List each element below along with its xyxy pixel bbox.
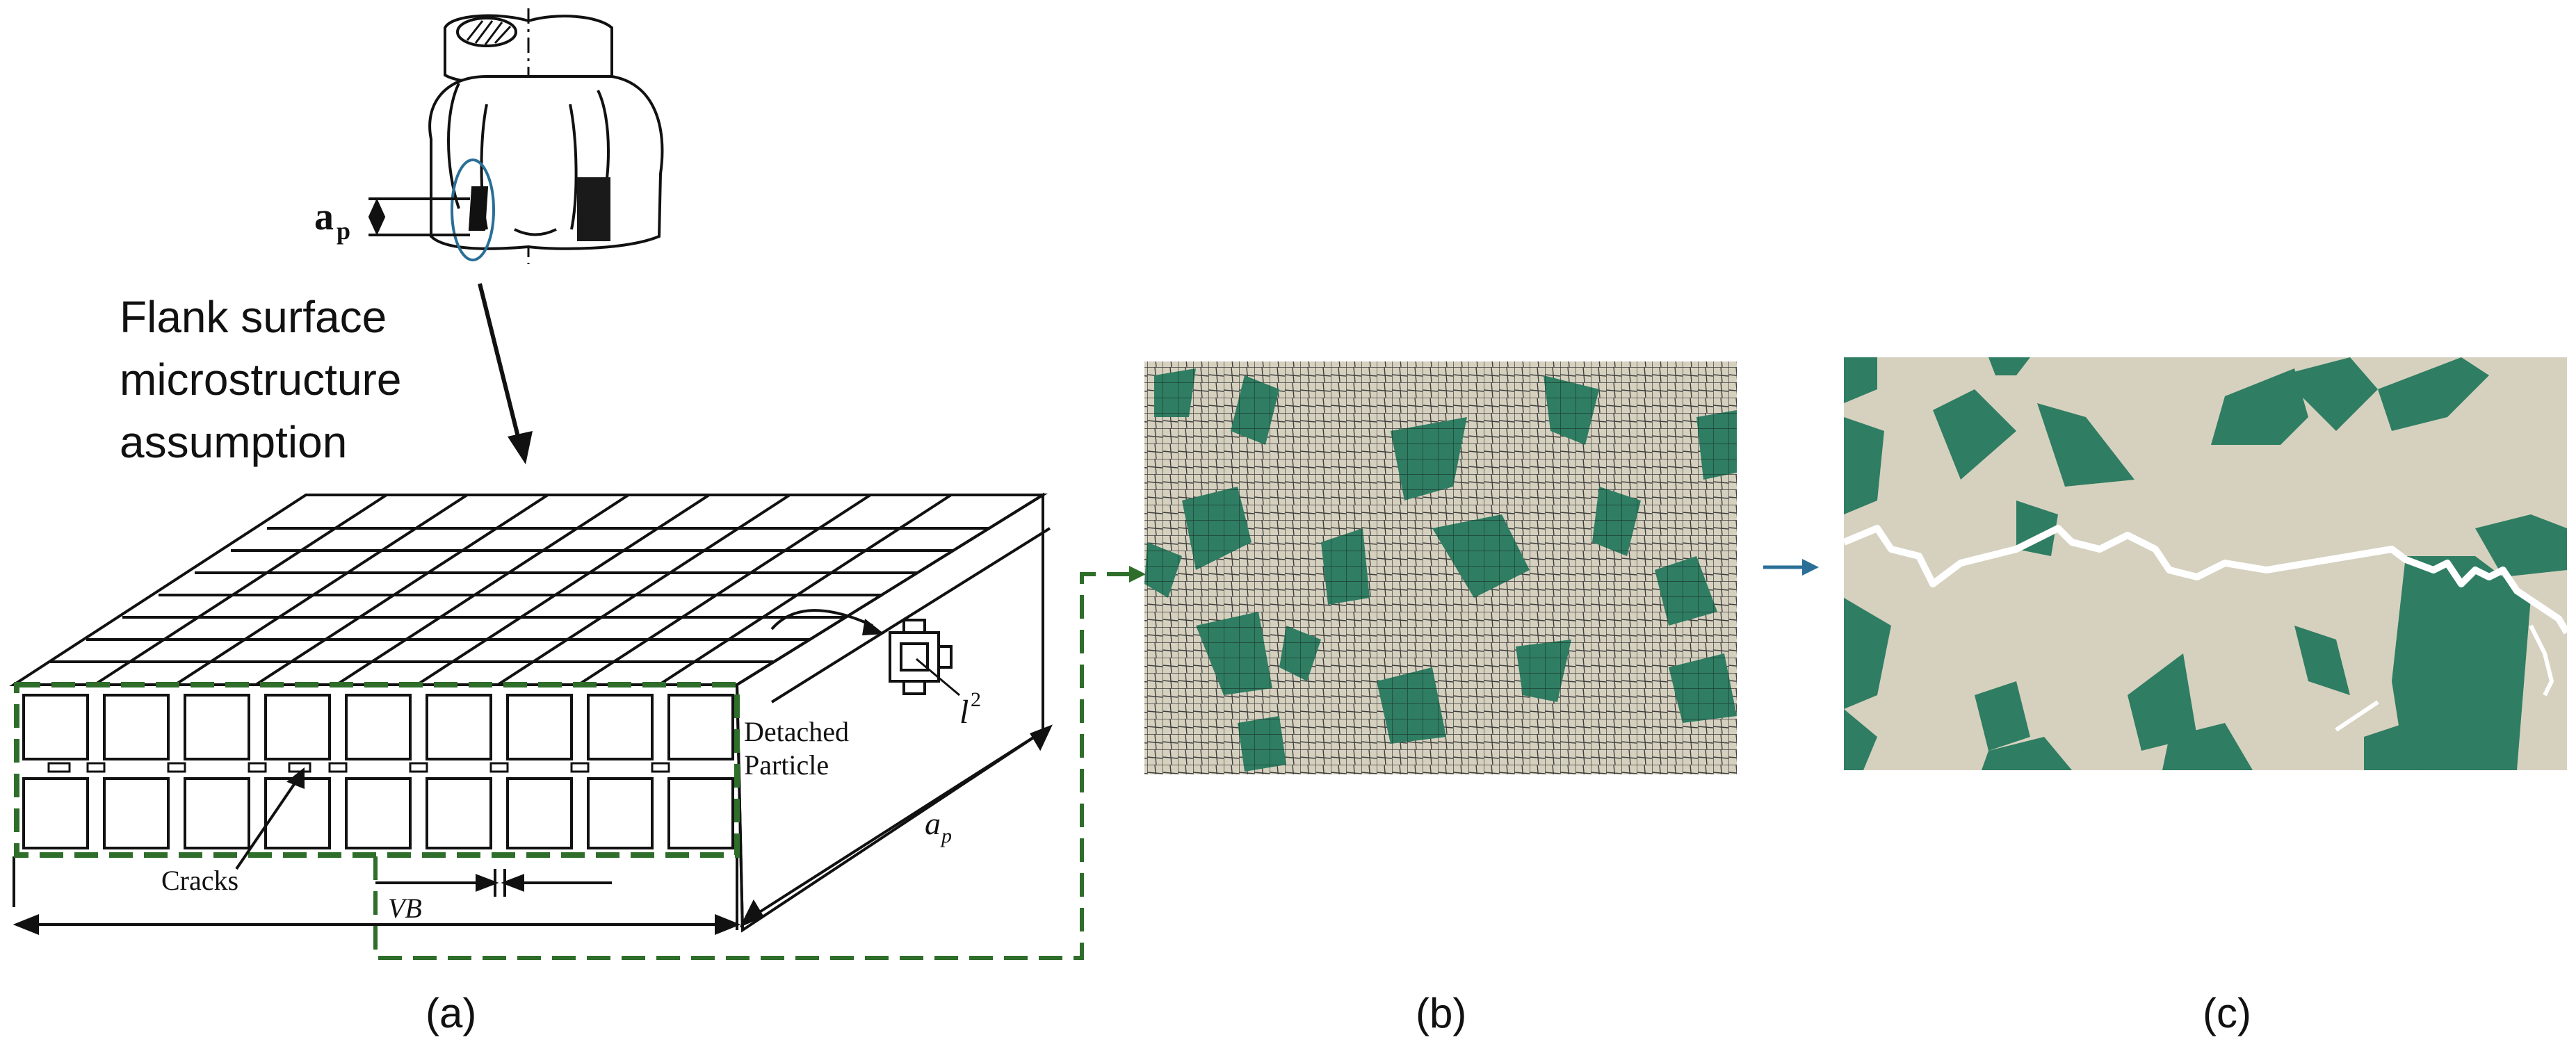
l2-label: l — [959, 694, 969, 731]
panel-label-c: (c) — [2203, 990, 2251, 1036]
tool-to-block-arrow — [478, 283, 533, 464]
vb-label: VB — [388, 893, 422, 924]
caption-line-3: assumption — [120, 417, 347, 467]
detached-particle-label-line1: Detached — [744, 716, 849, 747]
cracks-label: Cracks — [161, 865, 238, 896]
dimension-lines — [13, 724, 1053, 935]
tool-depth-label: a — [314, 195, 334, 238]
b-to-c-arrow — [1763, 559, 1819, 576]
milling-tool-illustration — [428, 8, 664, 264]
grain-cells — [22, 694, 734, 849]
panel-label-a: (a) — [426, 990, 476, 1036]
detached-particle-label-line2: Particle — [744, 749, 829, 781]
connector-arrowhead — [1129, 566, 1146, 583]
crack-simulation-image — [1844, 357, 2567, 770]
crack-links — [47, 762, 670, 773]
detached-particle-icon — [889, 619, 953, 695]
panel-label-b: (b) — [1416, 990, 1466, 1036]
ap-label-sub: p — [940, 824, 952, 847]
highlight-dashed-outline — [14, 682, 740, 858]
caption-line-2: microstructure — [120, 355, 401, 405]
l2-leader — [916, 658, 960, 697]
tool-depth-dimension — [368, 197, 470, 236]
l2-label-sup: 2 — [971, 688, 981, 711]
detached-particle-arrowhead — [862, 619, 884, 635]
cracks-leader — [235, 767, 305, 870]
connector-dashed-line — [373, 572, 1132, 960]
meshed-microstructure-image — [1144, 361, 1737, 774]
crack-path — [1844, 525, 2567, 635]
detached-particle-arrow — [770, 609, 873, 630]
ap-label: a — [925, 806, 941, 841]
caption-line-1: Flank surface — [120, 292, 387, 342]
tool-depth-label-sub: p — [337, 217, 350, 245]
